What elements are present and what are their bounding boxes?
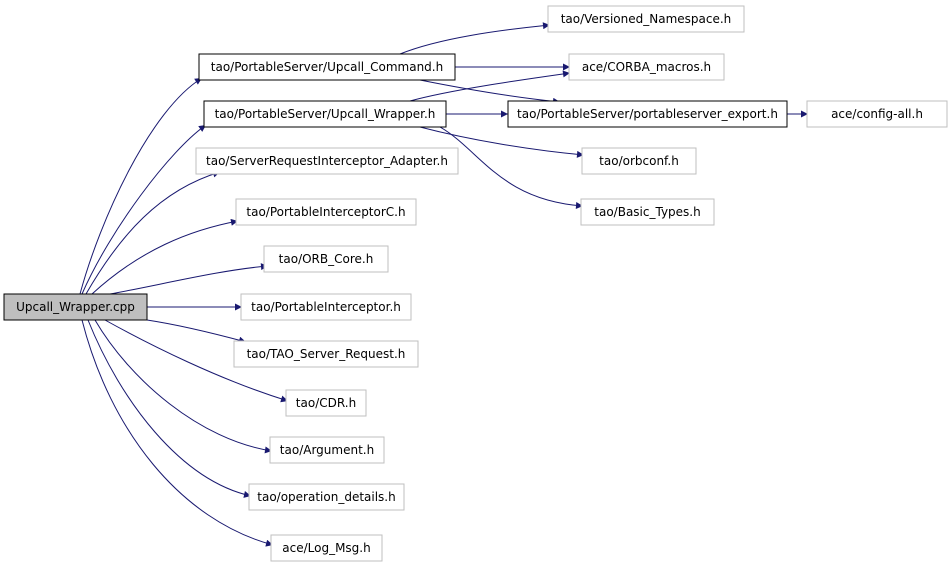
node-label: ace/CORBA_macros.h <box>582 60 711 74</box>
node-label: tao/TAO_Server_Request.h <box>247 347 406 361</box>
node-label: tao/ServerRequestInterceptor_Adapter.h <box>206 154 448 168</box>
node-label: Upcall_Wrapper.cpp <box>16 300 135 314</box>
edge-root-to-cdr <box>104 319 289 403</box>
node-label: tao/operation_details.h <box>257 490 395 504</box>
node-box[interactable] <box>235 198 417 226</box>
node-box[interactable] <box>270 534 383 562</box>
node-label: tao/PortableInterceptor.h <box>251 300 401 314</box>
node-box[interactable] <box>269 436 385 464</box>
node-box[interactable] <box>233 340 419 368</box>
node-box[interactable] <box>806 100 948 128</box>
node-box[interactable] <box>198 53 456 81</box>
node-orbconf[interactable]: tao/orbconf.h <box>581 147 697 175</box>
node-upcall_wrapper_h[interactable]: tao/PortableServer/Upcall_Wrapper.h <box>203 100 447 128</box>
node-config_all[interactable]: ace/config-all.h <box>806 100 948 128</box>
edge-root-to-upcall_command <box>79 77 203 295</box>
edge-upcall_command-to-portableserver_export <box>419 79 561 105</box>
node-box[interactable] <box>580 198 715 226</box>
node-label: tao/orbconf.h <box>599 154 679 168</box>
node-server_request[interactable]: tao/TAO_Server_Request.h <box>233 340 419 368</box>
edge-root-to-op_details <box>87 319 252 498</box>
edge-root-to-upcall_wrapper_h <box>81 124 207 295</box>
edge-upcall_command-to-versioned_namespace <box>399 22 551 55</box>
node-label: tao/PortableServer/Upcall_Wrapper.h <box>215 107 436 121</box>
node-label: tao/PortableServer/Upcall_Command.h <box>211 60 443 74</box>
node-label: tao/PortableServer/portableserver_export… <box>517 107 778 121</box>
node-label: tao/Basic_Types.h <box>594 205 700 219</box>
node-box[interactable] <box>195 147 459 175</box>
edge-root-to-orb_core <box>109 263 269 295</box>
node-box[interactable] <box>203 100 447 128</box>
node-box[interactable] <box>507 100 788 128</box>
edge-root-to-server_request <box>146 319 247 344</box>
node-upcall_command[interactable]: tao/PortableServer/Upcall_Command.h <box>198 53 456 81</box>
node-label: tao/CDR.h <box>296 396 356 410</box>
node-label: tao/ORB_Core.h <box>279 252 374 266</box>
node-box[interactable] <box>248 483 405 511</box>
node-box[interactable] <box>285 389 367 417</box>
node-basic_types[interactable]: tao/Basic_Types.h <box>580 198 715 226</box>
node-label: ace/config-all.h <box>831 107 923 121</box>
node-sri_adapter[interactable]: tao/ServerRequestInterceptor_Adapter.h <box>195 147 459 175</box>
edge-root-to-log_msg <box>81 319 274 547</box>
node-box[interactable] <box>3 293 148 321</box>
node-op_details[interactable]: tao/operation_details.h <box>248 483 405 511</box>
edge-upcall_wrapper_h-to-corba_macros <box>409 70 571 102</box>
node-label: tao/Versioned_Namespace.h <box>561 12 732 26</box>
node-versioned_namespace[interactable]: tao/Versioned_Namespace.h <box>547 5 745 33</box>
edge-root-to-argument <box>94 319 273 454</box>
node-box[interactable] <box>568 53 725 81</box>
node-pi_c[interactable]: tao/PortableInterceptorC.h <box>235 198 417 226</box>
edge-root-to-sri_adapter <box>85 170 221 295</box>
node-argument[interactable]: tao/Argument.h <box>269 436 385 464</box>
node-box[interactable] <box>263 245 389 273</box>
node-cdr[interactable]: tao/CDR.h <box>285 389 367 417</box>
edge-upcall_wrapper_h-to-orbconf <box>419 126 585 158</box>
node-log_msg[interactable]: ace/Log_Msg.h <box>270 534 383 562</box>
node-pi[interactable]: tao/PortableInterceptor.h <box>240 293 412 321</box>
node-label: tao/PortableInterceptorC.h <box>246 205 405 219</box>
node-root[interactable]: Upcall_Wrapper.cpp <box>3 293 148 321</box>
edge-upcall_wrapper_h-to-basic_types <box>439 126 584 209</box>
node-box[interactable] <box>240 293 412 321</box>
node-label: tao/Argument.h <box>280 443 374 457</box>
node-portableserver_export[interactable]: tao/PortableServer/portableserver_export… <box>507 100 788 128</box>
node-box[interactable] <box>581 147 697 175</box>
node-label: ace/Log_Msg.h <box>282 541 370 555</box>
edge-root-to-pi_c <box>91 218 239 295</box>
node-orb_core[interactable]: tao/ORB_Core.h <box>263 245 389 273</box>
node-corba_macros[interactable]: ace/CORBA_macros.h <box>568 53 725 81</box>
node-box[interactable] <box>547 5 745 33</box>
nodes-layer: Upcall_Wrapper.cpp tao/PortableServer/Upc… <box>3 5 948 562</box>
